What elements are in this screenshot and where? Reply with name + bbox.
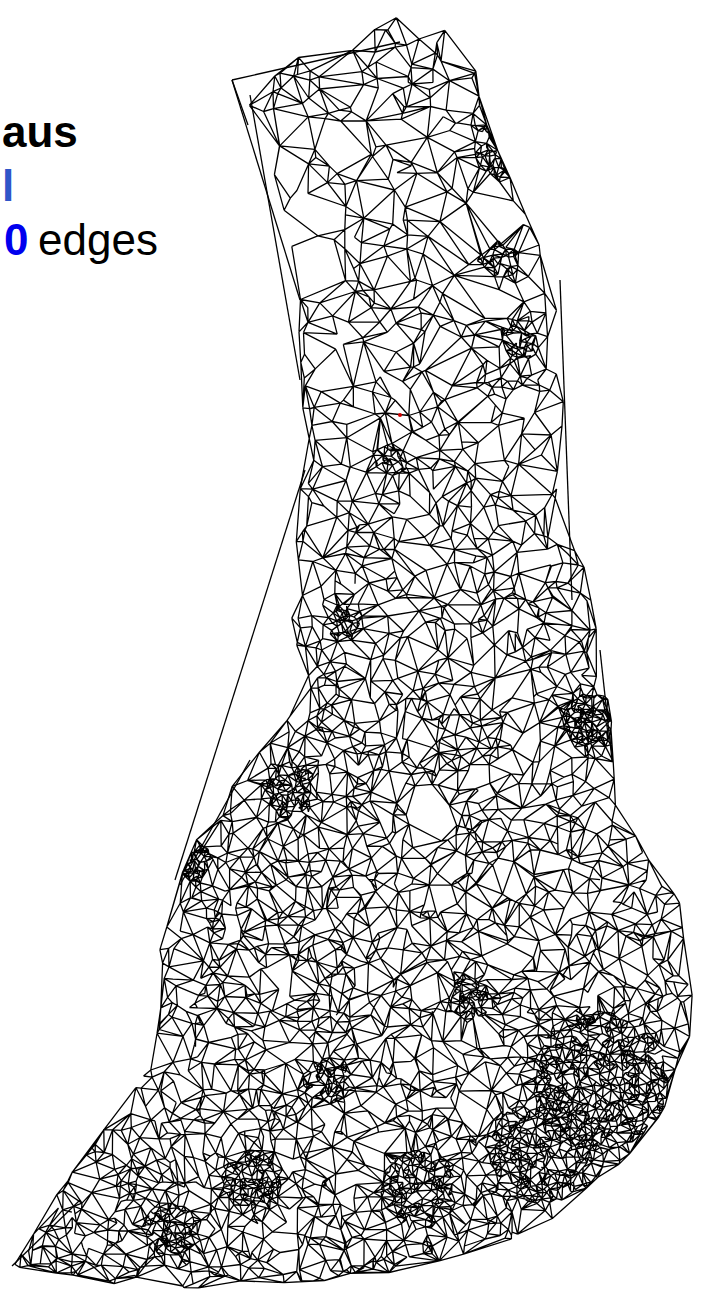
graph-edge [600,650,612,760]
graph-edge [175,470,305,880]
heading-text: edges [38,218,158,262]
marked-vertex [398,413,402,417]
graph-edge [232,42,400,80]
graph-edge [560,280,572,600]
heading-text: 0 [4,218,28,262]
graph-edges [15,18,692,1288]
graph-edge [180,760,250,885]
graph-edge [12,1200,80,1266]
graph-edge [250,95,300,380]
heading-text: aus [2,110,78,154]
graph-edge [232,80,300,300]
heading-text: l [2,164,14,208]
